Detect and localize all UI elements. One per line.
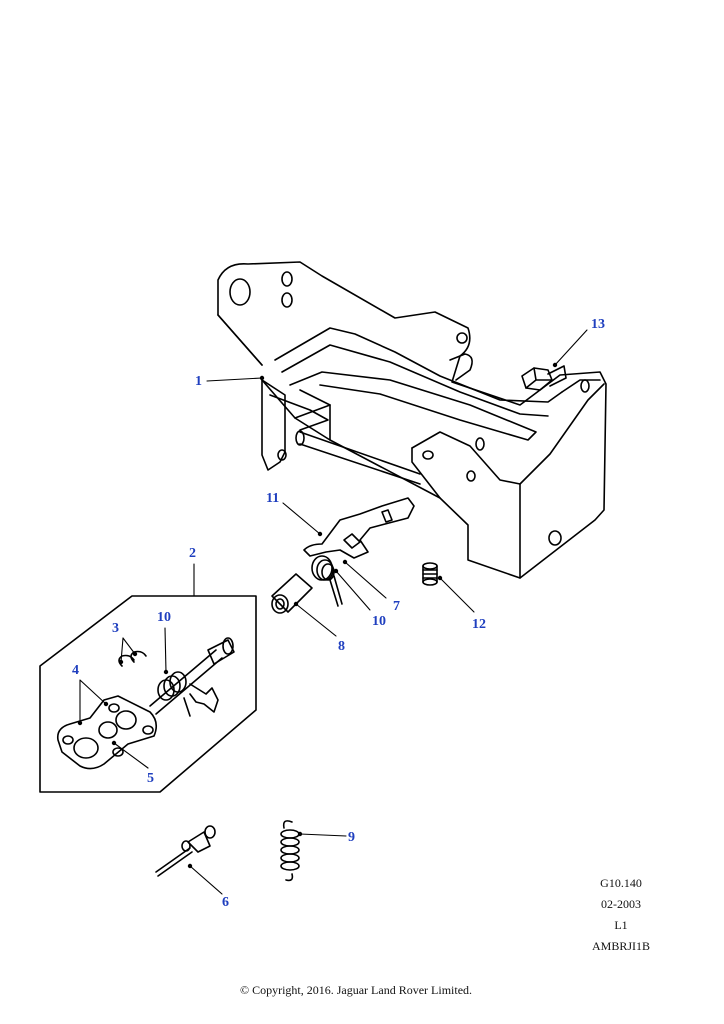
callout-8: 8 bbox=[338, 639, 345, 654]
lever-11 bbox=[303, 497, 415, 559]
diagram-level: L1 bbox=[614, 918, 628, 932]
bushing-8 bbox=[271, 573, 313, 614]
callout-13: 13 bbox=[591, 317, 605, 332]
assembly-2-box bbox=[39, 595, 257, 793]
callout-5: 5 bbox=[147, 771, 154, 786]
callout-11: 11 bbox=[266, 491, 280, 506]
diagram-date: 02-2003 bbox=[601, 897, 641, 911]
callout-3: 3 bbox=[112, 621, 119, 636]
clutch-switch-assembly bbox=[56, 637, 235, 770]
callout-2: 2 bbox=[189, 546, 196, 561]
diagram-ref: G10.140 bbox=[600, 876, 642, 890]
plug-12 bbox=[422, 562, 438, 586]
diagram-code: AMBRJI1B bbox=[591, 939, 650, 953]
callout-12: 12 bbox=[472, 617, 486, 632]
spring-10-upper bbox=[311, 555, 343, 607]
callout-6: 6 bbox=[222, 895, 229, 910]
callout-9: 9 bbox=[348, 830, 355, 845]
callout-10-upper: 10 bbox=[372, 614, 386, 629]
callout-1: 1 bbox=[195, 374, 202, 389]
copyright-notice: © Copyright, 2016. Jaguar Land Rover Lim… bbox=[239, 983, 473, 997]
rivet-6 bbox=[155, 825, 216, 877]
callout-4: 4 bbox=[72, 663, 79, 678]
callout-10-lower: 10 bbox=[157, 610, 171, 625]
spring-9 bbox=[280, 820, 300, 882]
leader-dots bbox=[77, 362, 558, 869]
pedal-bracket bbox=[217, 261, 607, 579]
leader-lines bbox=[79, 329, 588, 895]
callout-7: 7 bbox=[393, 599, 400, 614]
bolt-13 bbox=[521, 365, 567, 391]
